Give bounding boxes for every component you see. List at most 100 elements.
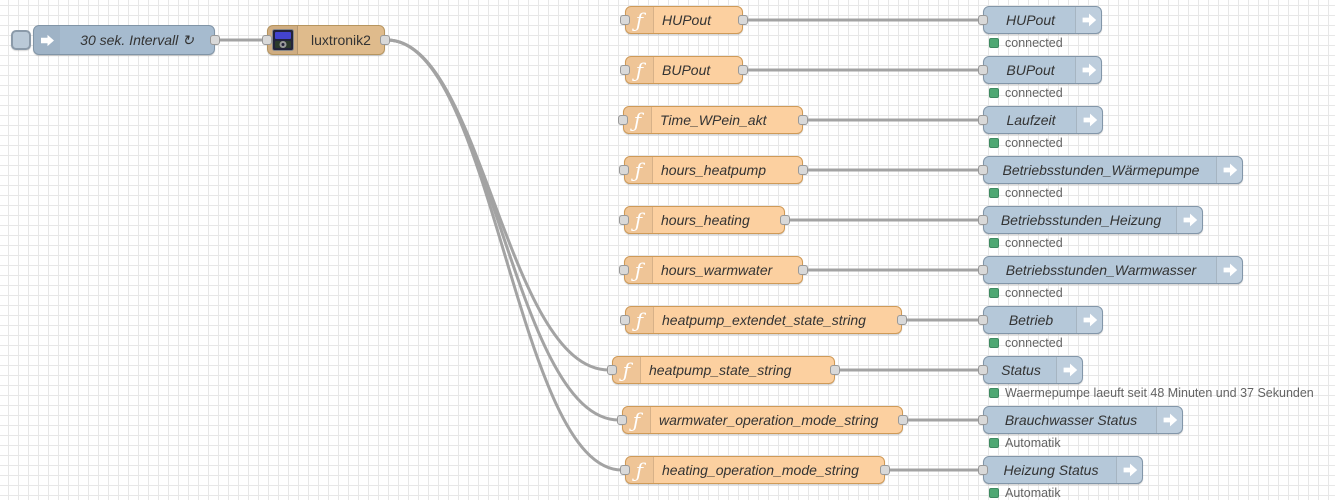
output-node-label: Betriebsstunden_Wärmepumpe — [1002, 162, 1200, 178]
input-port[interactable] — [978, 115, 988, 125]
output-node[interactable]: Betriebsstunden_Wärmepumpe — [978, 156, 1243, 184]
output-node[interactable]: HUPout — [978, 6, 1102, 34]
node-status: connected — [989, 136, 1063, 150]
input-port[interactable] — [620, 315, 630, 325]
output-node-label: Laufzeit — [1006, 112, 1056, 128]
output-node[interactable]: Status — [978, 356, 1083, 384]
function-node-label: HUPout — [662, 12, 712, 28]
input-port[interactable] — [978, 215, 988, 225]
status-text: Automatik — [1005, 486, 1061, 500]
output-port[interactable] — [738, 65, 748, 75]
function-node[interactable]: ƒ hours_warmwater — [619, 256, 808, 284]
output-node[interactable]: BUPout — [978, 56, 1102, 84]
input-port[interactable] — [607, 365, 617, 375]
output-port[interactable] — [830, 365, 840, 375]
function-node-label: heating_operation_mode_string — [662, 462, 859, 478]
node-status: Waermepumpe laeuft seit 48 Minuten und 3… — [989, 386, 1314, 400]
function-node[interactable]: ƒ hours_heating — [619, 206, 790, 234]
function-node-label: heatpump_extendet_state_string — [662, 312, 866, 328]
input-port[interactable] — [617, 415, 627, 425]
status-text: Waermepumpe laeuft seit 48 Minuten und 3… — [1005, 386, 1314, 400]
input-port[interactable] — [978, 265, 988, 275]
output-node-label: Betrieb — [1008, 312, 1054, 328]
input-port[interactable] — [618, 115, 628, 125]
output-node-label: Betriebsstunden_Warmwasser — [1005, 262, 1197, 278]
function-node[interactable]: ƒ warmwater_operation_mode_string — [617, 406, 908, 434]
node-status: connected — [989, 286, 1063, 300]
function-node-label: Time_WPein_akt — [660, 112, 767, 128]
input-port[interactable] — [620, 65, 630, 75]
arrow-right-icon — [1116, 457, 1142, 483]
wire[interactable] — [385, 38, 611, 372]
luxtronik2-node[interactable]: luxtronik2 — [262, 25, 390, 55]
output-port[interactable] — [898, 415, 908, 425]
input-port[interactable] — [978, 415, 988, 425]
arrow-right-icon — [1156, 407, 1182, 433]
inject-node[interactable]: 30 sek. Intervall ↻ — [33, 25, 220, 55]
output-port[interactable] — [210, 35, 220, 45]
function-node[interactable]: ƒ Time_WPein_akt — [618, 106, 808, 134]
status-text: connected — [1005, 236, 1063, 250]
input-port[interactable] — [978, 365, 988, 375]
output-node-label: Brauchwasser Status — [1004, 412, 1138, 428]
input-port[interactable] — [262, 35, 272, 45]
function-node[interactable]: ƒ BUPout — [620, 56, 748, 84]
input-port[interactable] — [978, 65, 988, 75]
function-node[interactable]: ƒ hours_heatpump — [619, 156, 808, 184]
output-node[interactable]: Betrieb — [978, 306, 1103, 334]
output-node[interactable]: Laufzeit — [978, 106, 1103, 134]
output-node[interactable]: Betriebsstunden_Warmwasser — [978, 256, 1243, 284]
function-node-label: heatpump_state_string — [649, 362, 792, 378]
output-port[interactable] — [798, 265, 808, 275]
output-node[interactable]: Betriebsstunden_Heizung — [978, 206, 1203, 234]
output-port[interactable] — [738, 15, 748, 25]
node-status: connected — [989, 36, 1063, 50]
input-port[interactable] — [620, 15, 630, 25]
output-port[interactable] — [798, 115, 808, 125]
status-text: connected — [1005, 286, 1063, 300]
function-node-label: hours_warmwater — [661, 262, 773, 278]
status-dot-icon — [989, 338, 999, 348]
status-dot-icon — [989, 238, 999, 248]
output-port[interactable] — [780, 215, 790, 225]
output-node[interactable]: Heizung Status — [978, 456, 1143, 484]
input-port[interactable] — [978, 165, 988, 175]
output-port[interactable] — [380, 35, 390, 45]
wire[interactable] — [385, 38, 624, 472]
device-node-label: luxtronik2 — [311, 32, 371, 48]
status-dot-icon — [989, 488, 999, 498]
node-status: connected — [989, 236, 1063, 250]
function-node[interactable]: ƒ heatpump_extendet_state_string — [620, 306, 907, 334]
output-node[interactable]: Brauchwasser Status — [978, 406, 1183, 434]
status-text: connected — [1005, 336, 1063, 350]
inject-node-label: 30 sek. Intervall ↻ — [34, 26, 214, 54]
function-icon: ƒ — [625, 207, 653, 233]
status-dot-icon — [989, 138, 999, 148]
input-port[interactable] — [978, 315, 988, 325]
output-node-label: HUPout — [1005, 12, 1056, 28]
function-icon: ƒ — [626, 457, 654, 483]
status-dot-icon — [989, 188, 999, 198]
node-status: connected — [989, 336, 1063, 350]
function-node[interactable]: ƒ heating_operation_mode_string — [620, 456, 890, 484]
input-port[interactable] — [619, 215, 629, 225]
function-icon: ƒ — [624, 107, 652, 133]
function-node[interactable]: ƒ HUPout — [620, 6, 748, 34]
status-dot-icon — [989, 88, 999, 98]
input-port[interactable] — [620, 465, 630, 475]
output-port[interactable] — [798, 165, 808, 175]
input-port[interactable] — [619, 165, 629, 175]
input-port[interactable] — [978, 15, 988, 25]
output-port[interactable] — [880, 465, 890, 475]
output-port[interactable] — [897, 315, 907, 325]
node-status: Automatik — [989, 486, 1061, 500]
input-port[interactable] — [619, 265, 629, 275]
function-node[interactable]: ƒ heatpump_state_string — [607, 356, 840, 384]
arrow-right-icon — [1075, 7, 1101, 33]
status-dot-icon — [989, 438, 999, 448]
inject-button[interactable] — [11, 30, 31, 50]
node-status: connected — [989, 86, 1063, 100]
input-port[interactable] — [978, 465, 988, 475]
